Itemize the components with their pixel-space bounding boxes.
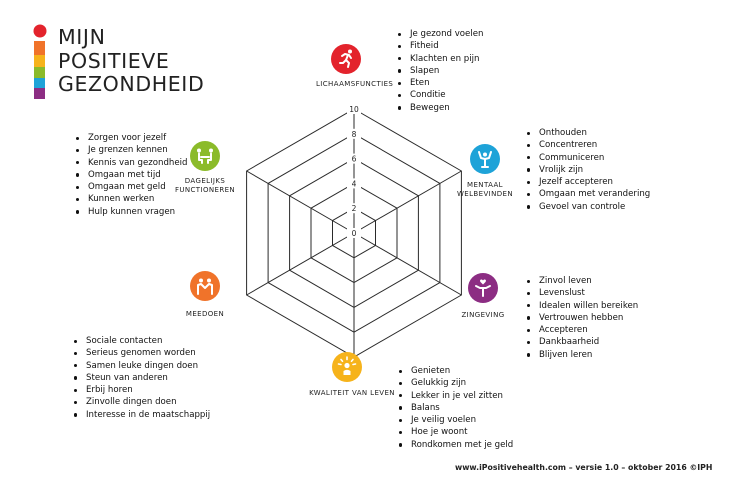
tick-label-background (347, 104, 361, 114)
logo: MIJN POSITIEVE GEZONDHEID (32, 24, 232, 100)
label-kwaliteit-van-leven: KWALITEIT VAN LEVEN (309, 389, 395, 397)
tick-label-background (347, 128, 361, 139)
list-item: Hoe je woont (398, 426, 513, 438)
list-item: Conditie (397, 89, 483, 101)
list-item: Erbij horen (73, 384, 210, 396)
list-item: Omgaan met geld (75, 181, 188, 193)
radar-spoke (353, 232, 462, 296)
sun-person-icon (332, 352, 362, 382)
list-item: Zinvolle dingen doen (73, 396, 210, 408)
list-item: Kennis van gezondheid (75, 157, 188, 169)
list-meedoen: Sociale contacten Serieus genomen worden… (73, 335, 210, 421)
label-meedoen: MEEDOEN (185, 310, 225, 318)
person-heart-icon (468, 273, 498, 303)
label-zingeving: ZINGEVING (461, 311, 505, 319)
list-item: Blijven leren (526, 349, 638, 361)
radar-spoke (246, 232, 355, 296)
list-item: Idealen willen bereiken (526, 300, 638, 312)
tick-label-background (347, 178, 361, 189)
list-item: Klachten en pijn (397, 53, 483, 65)
label-dagelijks-functioneren: DAGELIJKS FUNCTIONEREN (170, 177, 240, 195)
list-item: Jezelf accepteren (526, 176, 650, 188)
list-item: Vertrouwen hebben (526, 312, 638, 324)
list-item: Concentreren (526, 139, 650, 151)
list-item: Accepteren (526, 324, 638, 336)
list-kwaliteit-van-leven: Genieten Gelukkig zijn Lekker in je vel … (398, 365, 513, 451)
tick-label: 10 (349, 105, 359, 114)
list-item: Gelukkig zijn (398, 377, 513, 389)
list-item: Samen leuke dingen doen (73, 360, 210, 372)
logo-line-3: GEZONDHEID (58, 72, 205, 96)
people-at-table-icon (190, 141, 220, 171)
label-mentaal-line-1: MENTAAL (467, 181, 503, 189)
list-item: Je grenzen kennen (75, 144, 188, 156)
tick-label: 0 (352, 229, 357, 238)
tick-label: 2 (352, 204, 357, 213)
list-item: Hulp kunnen vragen (75, 206, 188, 218)
list-item: Kunnen werken (75, 193, 188, 205)
logo-text: MIJN POSITIEVE GEZONDHEID (58, 25, 205, 97)
tick-label: 8 (352, 130, 357, 139)
list-item: Slapen (397, 65, 483, 77)
tick-label-background (347, 153, 361, 164)
radar-spoke (353, 170, 462, 234)
label-mentaal-welbevinden: MENTAAL WELBEVINDEN (447, 181, 523, 199)
logo-line-1: MIJN (58, 25, 106, 49)
label-mentaal-line-2: WELBEVINDEN (456, 190, 513, 198)
list-item: Omgaan met verandering (526, 188, 650, 200)
list-item: Je veilig voelen (398, 414, 513, 426)
logo-i-icon (33, 24, 47, 99)
list-mentaal-welbevinden: Onthouden Concentreren Communiceren Vrol… (526, 127, 650, 213)
list-item: Serieus genomen worden (73, 347, 210, 359)
list-dagelijks-functioneren: Zorgen voor jezelf Je grenzen kennen Ken… (75, 132, 188, 218)
list-item: Eten (397, 77, 483, 89)
running-person-icon (331, 44, 361, 74)
label-lichaamsfuncties: LICHAAMSFUNCTIES (316, 80, 394, 88)
list-item: Balans (398, 402, 513, 414)
list-item: Interesse in de maatschappij (73, 409, 210, 421)
tick-label-background (347, 228, 361, 238)
list-lichaamsfuncties: Je gezond voelen Fitheid Klachten en pij… (397, 28, 483, 114)
list-item: Gevoel van controle (526, 201, 650, 213)
label-dagelijks-line-2: FUNCTIONEREN (174, 186, 236, 194)
list-item: Rondkomen met je geld (398, 439, 513, 451)
list-item: Dankbaarheid (526, 336, 638, 348)
footer-text: www.iPositivehealth.com – versie 1.0 – o… (455, 463, 713, 472)
list-item: Vrolijk zijn (526, 164, 650, 176)
label-dagelijks-line-1: DAGELIJKS (184, 177, 226, 185)
list-item: Bewegen (397, 102, 483, 114)
list-item: Zinvol leven (526, 275, 638, 287)
list-item: Lekker in je vel zitten (398, 390, 513, 402)
two-people-icon (190, 271, 220, 301)
list-item: Je gezond voelen (397, 28, 483, 40)
list-item: Fitheid (397, 40, 483, 52)
tick-label: 4 (352, 179, 357, 188)
radar-spoke (246, 170, 355, 234)
list-item: Steun van anderen (73, 372, 210, 384)
logo-line-2: POSITIEVE (58, 48, 170, 73)
list-item: Sociale contacten (73, 335, 210, 347)
list-zingeving: Zinvol leven Levenslust Idealen willen b… (526, 275, 638, 361)
list-item: Zorgen voor jezelf (75, 132, 188, 144)
list-item: Levenslust (526, 287, 638, 299)
tick-label-background (347, 203, 361, 214)
list-item: Omgaan met tijd (75, 169, 188, 181)
list-item: Genieten (398, 365, 513, 377)
person-arms-up-icon (470, 144, 500, 174)
list-item: Communiceren (526, 152, 650, 164)
list-item: Onthouden (526, 127, 650, 139)
tick-label: 6 (352, 155, 357, 164)
